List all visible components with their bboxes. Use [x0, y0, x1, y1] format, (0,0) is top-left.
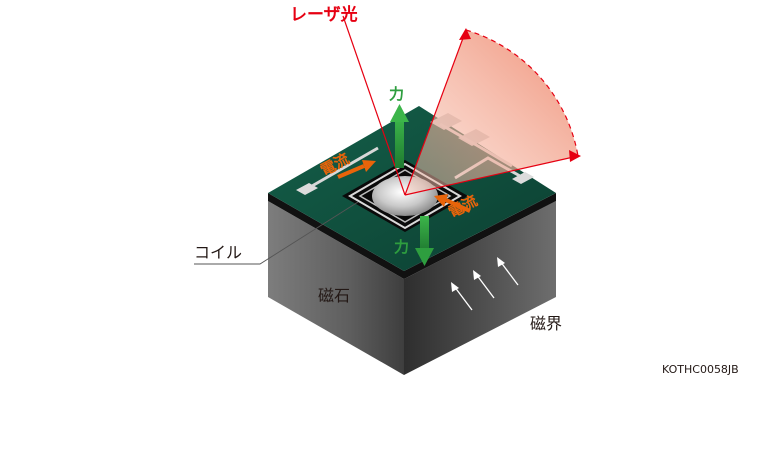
magnet-front-face: [268, 201, 404, 375]
magnetic-field-arrows: [451, 257, 519, 311]
magnetic-field-label: 磁界: [530, 314, 562, 333]
magnet-right-face: [404, 201, 556, 375]
arrow-right-icon: [362, 160, 376, 172]
force-arrow-down-shaft: [420, 216, 429, 252]
arrow-down-icon: [415, 248, 434, 266]
figure-code: KOTHC0058JB: [662, 363, 739, 376]
force-label-top: 力: [389, 85, 404, 103]
coil-label: コイル: [194, 243, 242, 262]
field-arrow-2: [473, 270, 495, 299]
laser-sweep-area: [405, 30, 578, 195]
force-arrow-up-shaft: [395, 118, 404, 168]
current-arrow-left-shaft: [337, 164, 365, 179]
arrow-left-icon: [434, 194, 448, 207]
laser-label: レーザ光: [290, 4, 358, 25]
laser-incident-beam: [342, 15, 406, 196]
laser-arrowhead-1: [459, 28, 471, 40]
laser-sweep-arc: [465, 29, 579, 157]
current-arrow-right: [434, 194, 471, 213]
field-arrow-3: [497, 257, 519, 286]
force-arrows: [390, 104, 434, 266]
arrow-up-icon: [390, 104, 409, 122]
laser-reflected-beam-2: [404, 155, 579, 196]
coil-leader-line: [194, 201, 359, 265]
laser-reflected-beam-1: [404, 29, 467, 196]
current-arrow-left: [337, 160, 376, 179]
coil-outline-outer: [348, 162, 462, 230]
wiring-trace-left: [311, 146, 379, 188]
force-label-bottom: 力: [394, 238, 409, 256]
arrow-up-right-icon: [451, 282, 473, 311]
current-arrows: [337, 160, 471, 213]
magnet-block: [268, 201, 556, 375]
electrode-pad-right: [512, 172, 534, 184]
force-arrow-up: [390, 104, 409, 168]
laser-scan: [342, 15, 581, 196]
current-arrow-right-shaft: [445, 198, 471, 213]
magnet-label: 磁石: [318, 286, 350, 305]
force-arrow-down: [415, 216, 434, 266]
laser-arrowhead-2: [569, 150, 581, 162]
